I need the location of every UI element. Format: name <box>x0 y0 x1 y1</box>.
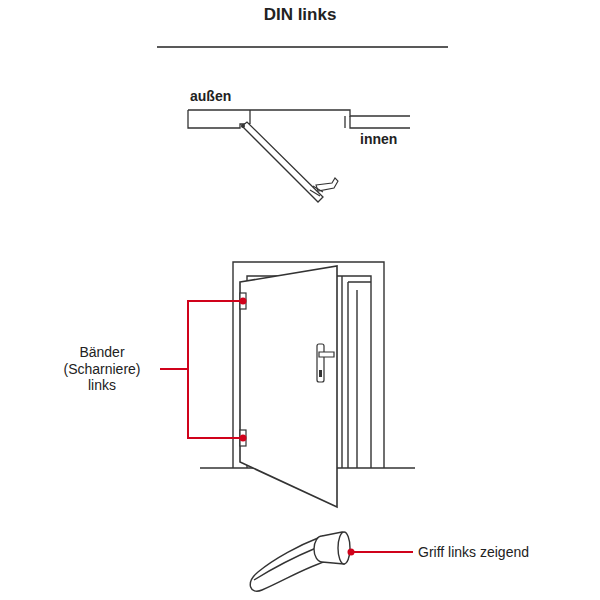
door-leaf <box>240 266 337 507</box>
handle-label: Griff links zeigend <box>418 544 529 561</box>
door-leaf-plan <box>241 122 338 202</box>
handle-callout <box>348 549 414 556</box>
lever-handle <box>250 532 350 591</box>
hinge-callout <box>160 298 247 442</box>
title: DIN links <box>0 5 600 25</box>
outside-label: außen <box>190 88 231 105</box>
wall-plan <box>188 110 410 128</box>
inside-label: innen <box>360 131 397 148</box>
hinge-label: Bänder (Scharniere) links <box>54 344 150 394</box>
title-rule <box>157 46 448 48</box>
